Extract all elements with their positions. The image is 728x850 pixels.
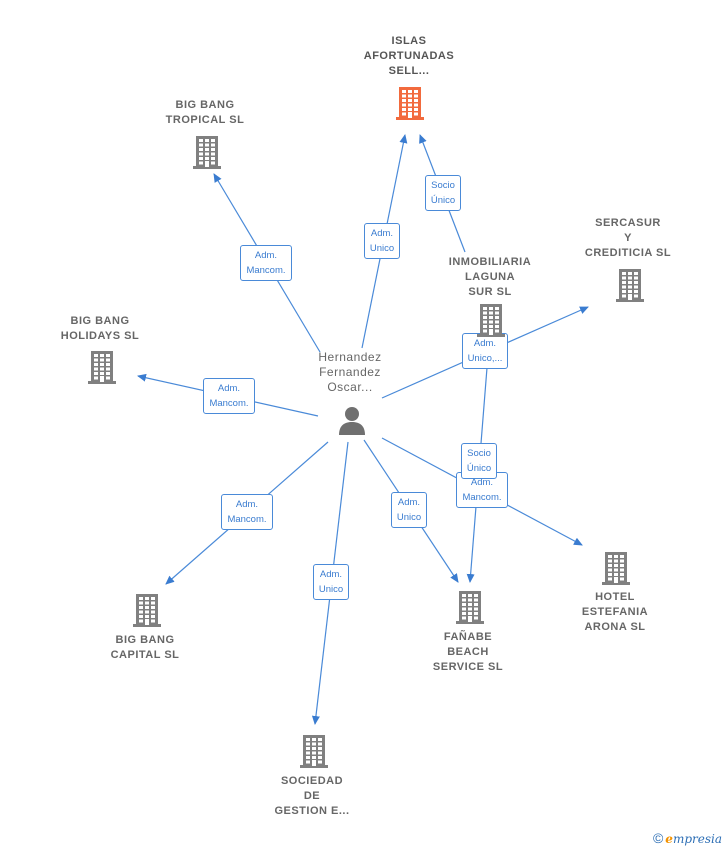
building-icon	[300, 735, 328, 768]
node-person[interactable]	[337, 405, 367, 435]
building-icon	[616, 269, 644, 302]
edge-label-person-islas[interactable]: Adm.Unico	[363, 223, 401, 259]
building-icon	[133, 594, 161, 627]
node-inmobiliaria[interactable]	[476, 303, 506, 337]
edge-label-person-sercasur[interactable]: Adm.Unico,...	[461, 333, 509, 369]
building-icon	[456, 591, 484, 624]
node-fanabe[interactable]	[455, 590, 485, 624]
building-icon	[193, 136, 221, 169]
brand-name: mpresia	[672, 832, 722, 846]
brand-initial: e	[665, 832, 673, 846]
empresia-logo: ©empresia	[653, 830, 722, 846]
building-icon	[396, 87, 424, 120]
building-icon	[477, 304, 505, 337]
node-sociedad[interactable]	[299, 734, 329, 768]
person-icon	[339, 407, 365, 435]
building-icon	[602, 552, 630, 585]
node-bigbang_capital[interactable]	[132, 593, 162, 627]
node-islas[interactable]	[395, 86, 425, 120]
node-sercasur[interactable]	[615, 268, 645, 302]
edge-label-person-bigbang_capital[interactable]: Adm.Mancom.	[221, 494, 273, 530]
edge-label-person-bigbang_holidays[interactable]: Adm.Mancom.	[203, 378, 255, 414]
edge-label-person-fanabe[interactable]: Adm.Unico	[390, 492, 428, 528]
edge-label-person-sociedad[interactable]: Adm.Unico	[312, 564, 350, 600]
edge-label-person-bigbang_tropical[interactable]: Adm.Mancom.	[240, 245, 292, 281]
building-icon	[88, 351, 116, 384]
node-bigbang_tropical[interactable]	[192, 135, 222, 169]
node-hotel[interactable]	[601, 551, 631, 585]
copyright-icon: ©	[652, 830, 664, 846]
node-bigbang_holidays[interactable]	[87, 350, 117, 384]
